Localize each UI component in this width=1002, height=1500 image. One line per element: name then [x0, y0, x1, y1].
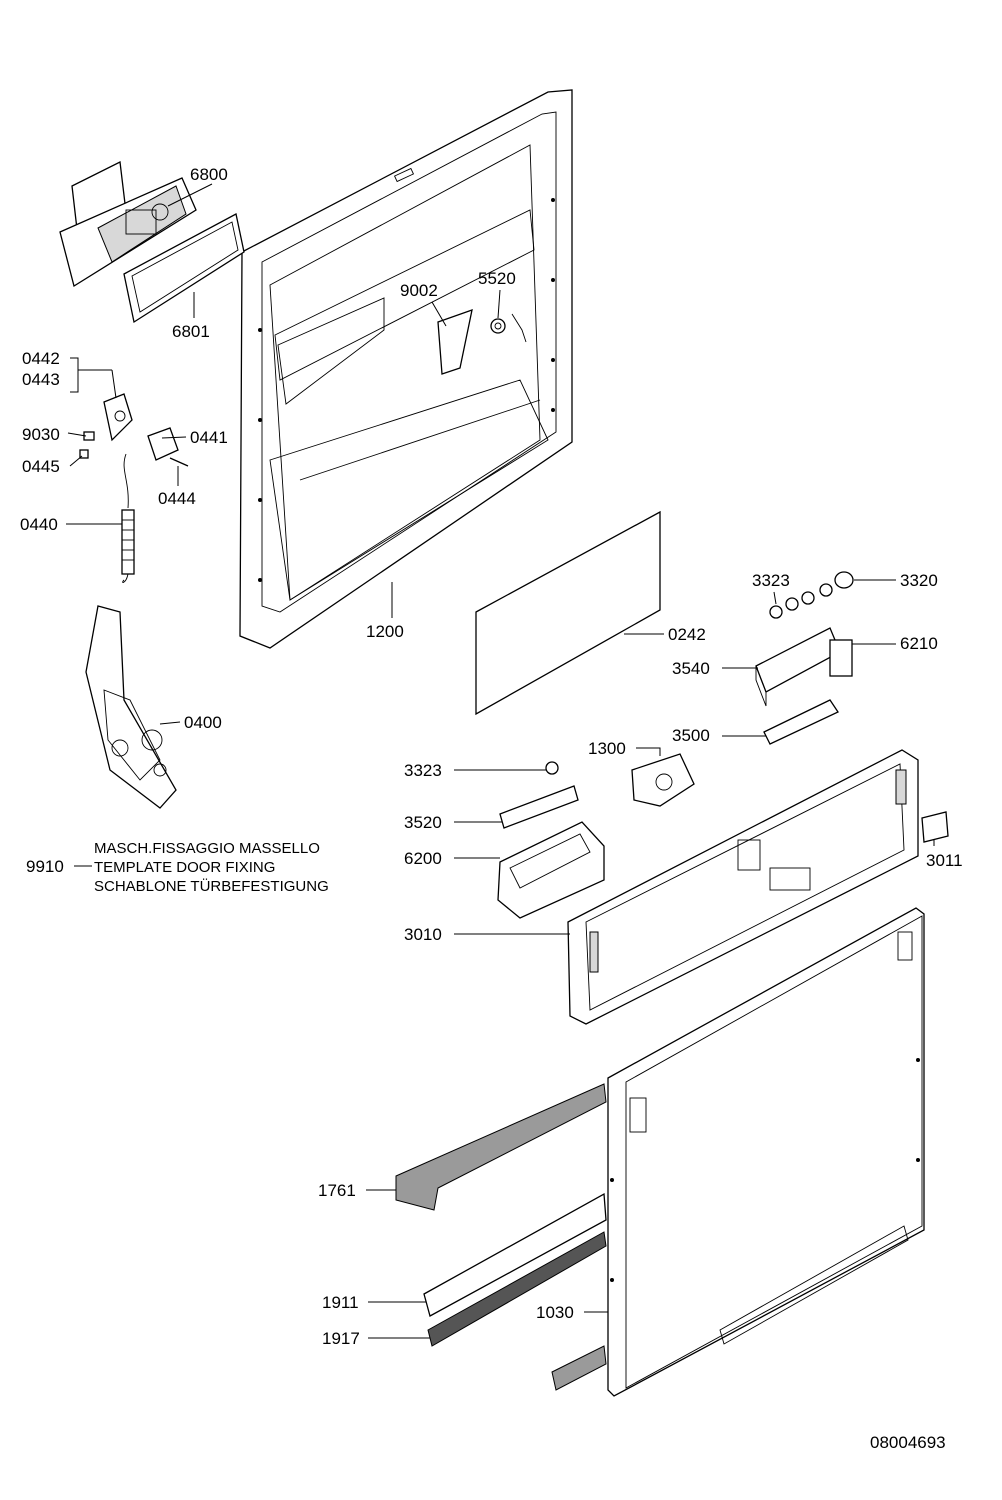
label-0443: 0443: [22, 370, 60, 389]
bracket-3011: [921, 811, 949, 843]
inner-door-frame-1200: [239, 89, 573, 649]
rail-1911: [423, 1192, 607, 1317]
label-1917: 1917: [322, 1329, 360, 1348]
label-0445: 0445: [22, 457, 60, 476]
label-1911: 1911: [322, 1293, 359, 1312]
label-3323-top: 3323: [752, 571, 790, 590]
label-3500: 3500: [672, 726, 710, 745]
label-0441: 0441: [190, 428, 228, 447]
module-6200: [497, 821, 605, 919]
screw-0444: [169, 457, 189, 467]
label-9030: 9030: [22, 425, 60, 444]
leader-lines: [66, 183, 935, 1339]
label-0242: 0242: [668, 625, 706, 644]
hinge-0400: [85, 605, 177, 809]
outer-door-1030: [607, 907, 925, 1397]
pcb-3500: [763, 699, 839, 745]
label-3323-lower: 3323: [404, 761, 442, 780]
button-holder-3540: [755, 627, 841, 707]
bearing-5520: [490, 313, 527, 343]
template-note: MASCH.FISSAGGIO MASSELLO TEMPLATE DOOR F…: [94, 840, 329, 895]
button-holder-3520: [499, 785, 579, 829]
label-9002: 9002: [400, 281, 438, 300]
label-3010: 3010: [404, 925, 442, 944]
label-6210: 6210: [900, 634, 938, 653]
label-3540: 3540: [672, 659, 710, 678]
foam-strip-bottom: [551, 1345, 607, 1391]
seal-strip-1761: [395, 1083, 607, 1211]
button-knobs-3323-3320: [769, 571, 854, 619]
part-labels: 6800 6801 0442 0443 9030 0441 0445 0444 …: [20, 165, 963, 1348]
note-line-german: SCHABLONE TÜRBEFESTIGUNG: [94, 877, 329, 895]
indicator-1300: [631, 753, 695, 807]
label-6801: 6801: [172, 322, 210, 341]
label-0440: 0440: [20, 515, 58, 534]
label-6200: 6200: [404, 849, 442, 868]
insulation-sheet-0242: [475, 510, 661, 716]
dispenser-6800: [59, 161, 197, 288]
label-0400: 0400: [184, 713, 222, 732]
label-0442: 0442: [22, 349, 60, 368]
note-line-english: TEMPLATE DOOR FIXING: [94, 859, 275, 876]
switch-6210: [829, 639, 853, 677]
rail-1917: [427, 1231, 607, 1347]
label-3320: 3320: [900, 571, 938, 590]
label-6800: 6800: [190, 165, 228, 184]
label-1300: 1300: [588, 739, 626, 758]
gasket-6801: [123, 213, 245, 324]
hook-9002: [437, 309, 473, 375]
label-9910: 9910: [26, 857, 64, 876]
control-panel-3010: [567, 749, 919, 1025]
drawing-number: 08004693: [870, 1433, 946, 1452]
clip-0441: [147, 427, 179, 461]
label-3520: 3520: [404, 813, 442, 832]
label-1030: 1030: [536, 1303, 574, 1322]
nut-0445: [79, 449, 89, 459]
hinge-bracket-0442: [103, 393, 133, 442]
button-knob-3323-lower: [545, 761, 559, 775]
label-1761: 1761: [318, 1181, 356, 1200]
label-1200: 1200: [366, 622, 404, 641]
label-0444: 0444: [158, 489, 196, 508]
label-3011: 3011: [926, 851, 963, 870]
note-line-italian: MASCH.FISSAGGIO MASSELLO: [94, 840, 320, 857]
spring-0440: [121, 453, 135, 583]
label-5520: 5520: [478, 269, 516, 288]
